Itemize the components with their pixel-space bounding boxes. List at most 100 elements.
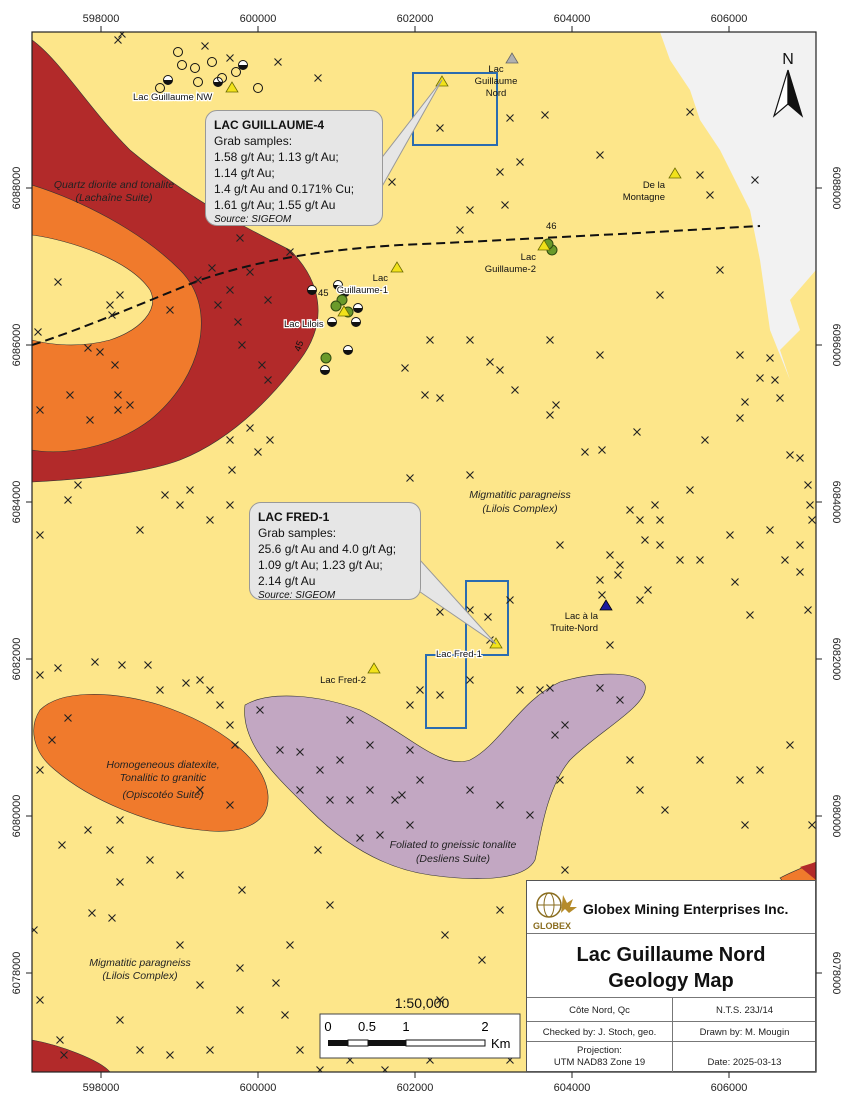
- occurrence-lac-guillaume-nw[interactable]: [225, 81, 239, 93]
- outcrop-marker: [196, 676, 204, 684]
- dip-label-45a: 45: [318, 288, 329, 299]
- map-frame: [31, 31, 817, 1073]
- sample-marker-open[interactable]: [177, 60, 187, 70]
- fault-line: [32, 225, 761, 346]
- outcrop-marker: [256, 706, 264, 714]
- globex-logo: GLOBEX: [533, 885, 579, 935]
- outcrop-marker: [501, 201, 509, 209]
- outcrop-marker: [234, 318, 242, 326]
- outcrop-marker: [441, 931, 449, 939]
- outcrop-marker: [541, 111, 549, 119]
- unit-label-lilois-south: (Lilois Complex): [102, 970, 177, 982]
- occurrence-top[interactable]: [505, 52, 519, 64]
- outcrop-marker: [651, 501, 659, 509]
- sample-marker-open[interactable]: [193, 77, 203, 87]
- occurrence-lac-lilois[interactable]: [337, 305, 351, 317]
- sample-marker-fill: [238, 65, 248, 70]
- outcrop-marker: [201, 42, 209, 50]
- outcrop-marker: [771, 376, 779, 384]
- drillhole-marker[interactable]: [320, 352, 332, 364]
- sample-marker-open[interactable]: [207, 57, 217, 67]
- outcrop-marker: [64, 496, 72, 504]
- outcrop-marker: [596, 684, 604, 692]
- outcrop-marker: [36, 406, 44, 414]
- outcrop-marker: [401, 364, 409, 372]
- grid-y-label: 6088000: [11, 167, 23, 210]
- outcrop-marker: [106, 301, 114, 309]
- grid-y-labels-right: 6088000 6086000 6084000 6082000 6080000 …: [830, 167, 842, 995]
- grid-y-label: 6086000: [830, 324, 842, 367]
- grid-y-label: 6080000: [11, 795, 23, 838]
- occurrence-lac-truite-nord[interactable]: [599, 599, 613, 611]
- outcrop-marker: [406, 821, 414, 829]
- outcrop-marker: [216, 701, 224, 709]
- outcrop-marker: [496, 801, 504, 809]
- sample-marker-open[interactable]: [155, 83, 165, 93]
- outcrop-marker: [496, 906, 504, 914]
- sample-marker-open[interactable]: [173, 47, 183, 57]
- outcrop-marker: [741, 821, 749, 829]
- occurrence-lac-guillaume-2[interactable]: [537, 239, 551, 251]
- map-date: Date: 2025-03-13: [707, 1057, 782, 1068]
- unit-label-quartz-diorite: Quartz diorite and tonalite: [54, 179, 174, 191]
- outcrop-marker: [496, 168, 504, 176]
- dip-label-46: 46: [546, 221, 557, 232]
- outcrop-marker: [274, 58, 282, 66]
- outcrop-marker: [326, 796, 334, 804]
- callout-lac-fred-1: LAC FRED-1 Grab samples: 25.6 g/t Au and…: [249, 502, 421, 601]
- place-de-la-montagne-2: Montagne: [623, 192, 665, 203]
- outcrop-marker: [111, 361, 119, 369]
- grid-y-label: 6088000: [830, 167, 842, 210]
- outcrop-marker: [656, 291, 664, 299]
- grid-ticks: [26, 26, 822, 1078]
- place-lac-guillaume-1-1: Lac: [373, 273, 389, 284]
- outcrop-marker: [114, 391, 122, 399]
- outcrop-marker: [264, 376, 272, 384]
- outcrop-marker: [116, 816, 124, 824]
- grid-x-label: 600000: [240, 1082, 277, 1094]
- outcrop-marker: [766, 354, 774, 362]
- outcrop-marker: [236, 964, 244, 972]
- grid-y-label: 6084000: [830, 481, 842, 524]
- occurrence-lac-fred-1[interactable]: [489, 637, 503, 649]
- outcrop-marker: [186, 486, 194, 494]
- grid-y-label: 6080000: [830, 795, 842, 838]
- outcrop-marker: [746, 611, 754, 619]
- outcrop-marker: [74, 481, 82, 489]
- sample-marker-fill: [213, 82, 223, 87]
- place-lac-fred-1: Lac Fred-1: [436, 649, 482, 660]
- outcrop-marker: [144, 661, 152, 669]
- grid-y-label: 6084000: [11, 481, 23, 524]
- sample-marker-open[interactable]: [231, 67, 241, 77]
- outcrop-marker: [136, 526, 144, 534]
- outcrop-marker: [276, 746, 284, 754]
- grid-y-label: 6078000: [830, 952, 842, 995]
- sample-marker-open[interactable]: [217, 73, 227, 83]
- drillhole-marker[interactable]: [330, 300, 342, 312]
- outcrop-marker: [208, 264, 216, 272]
- outcrop-marker: [776, 394, 784, 402]
- tonalite-unit: [244, 673, 646, 879]
- occurrence-de-la-montagne[interactable]: [668, 167, 682, 179]
- logo-text: GLOBEX: [533, 921, 572, 931]
- occurrence-lac-guillaume-1[interactable]: [390, 261, 404, 273]
- outcrop-marker: [456, 226, 464, 234]
- outcrop-marker: [60, 1051, 68, 1059]
- location: Côte Nord, Qc: [569, 1005, 630, 1016]
- outcrop-marker: [226, 501, 234, 509]
- outcrop-marker: [64, 714, 72, 722]
- outcrop-marker: [246, 424, 254, 432]
- outcrop-marker: [376, 831, 384, 839]
- sample-marker-open[interactable]: [253, 83, 263, 93]
- outcrop-marker: [118, 661, 126, 669]
- place-lac-guillaume-1-2: Guillaume-1: [337, 285, 388, 296]
- outcrop-marker: [546, 411, 554, 419]
- sample-marker-open[interactable]: [190, 63, 200, 73]
- occurrence-lac-fred-2[interactable]: [367, 662, 381, 674]
- callout-lac-guillaume-4: LAC GUILLAUME-4 Grab samples: 1.58 g/t A…: [205, 110, 383, 226]
- outcrop-marker: [731, 578, 739, 586]
- outcrop-marker: [661, 806, 669, 814]
- sample-marker-fill: [333, 285, 343, 290]
- outcrop-marker: [266, 436, 274, 444]
- outcrop-marker: [706, 191, 714, 199]
